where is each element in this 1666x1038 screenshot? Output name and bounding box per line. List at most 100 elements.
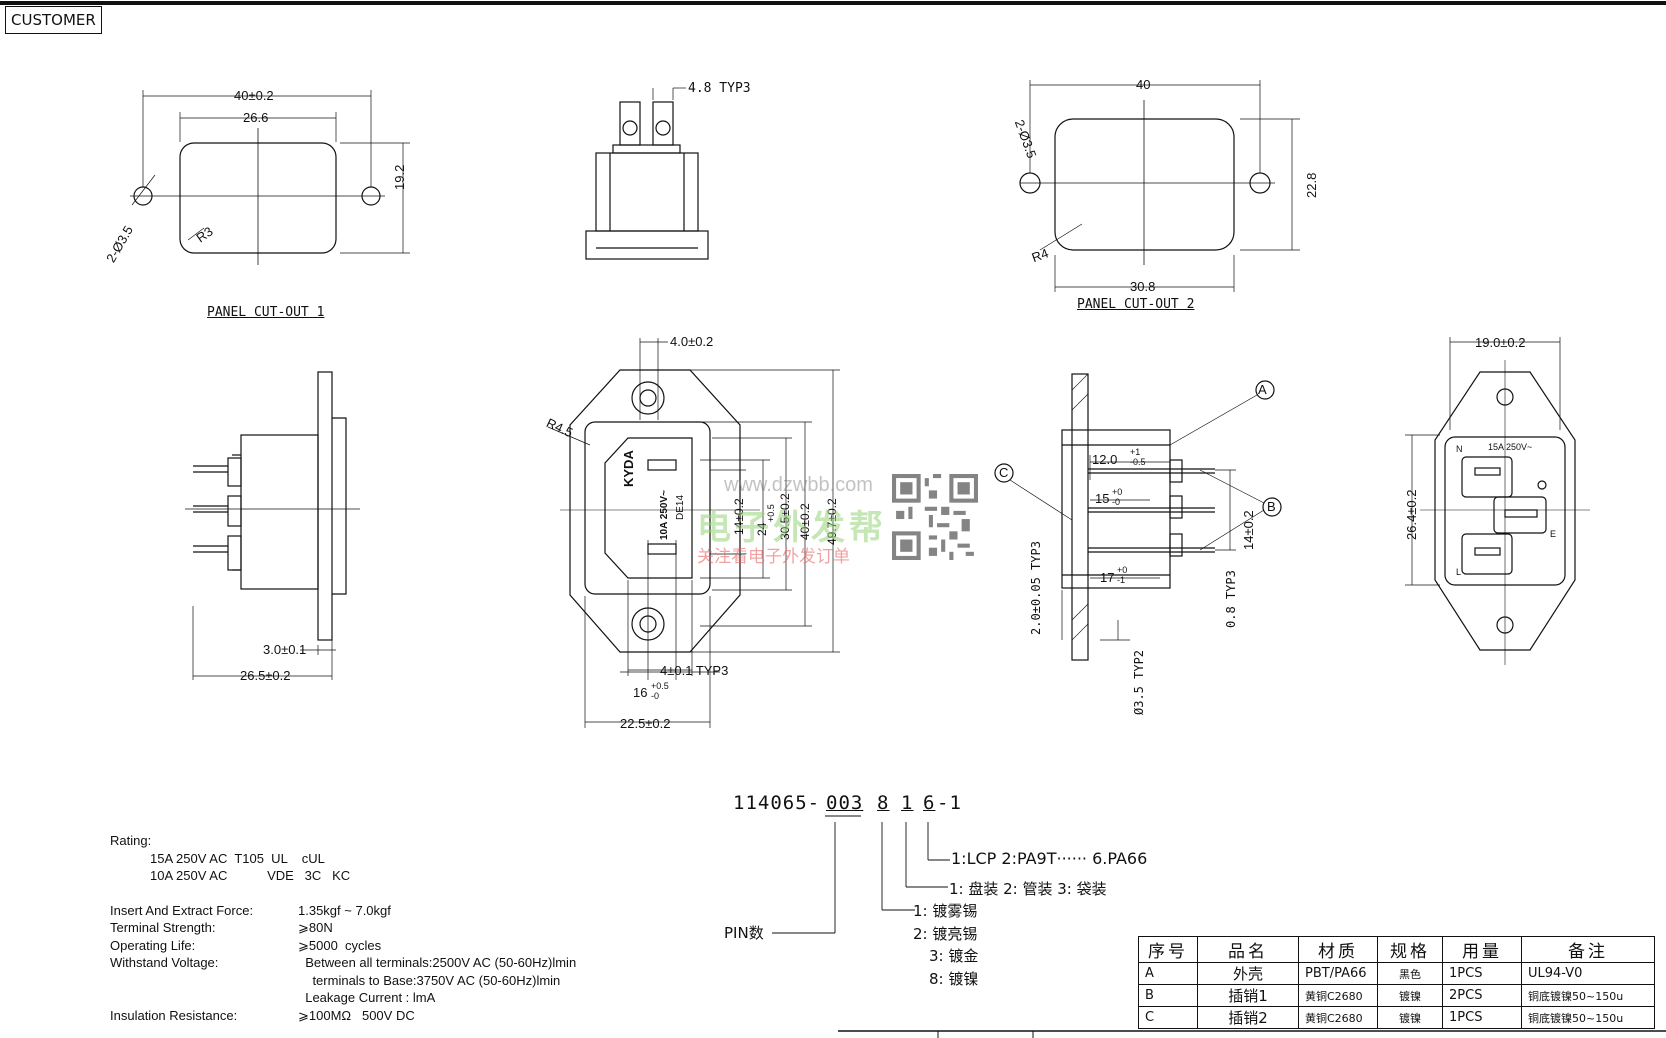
spec-rating-label: Rating: [110, 833, 152, 848]
code-plating-8: 8: 镀镍 [929, 970, 979, 988]
bom-cell: 2PCS [1442, 984, 1522, 1007]
spec-row: Terminal Strength:⩾80N [110, 920, 333, 935]
bom-header: 材质 [1298, 936, 1378, 963]
watermark-slogan: 关注看电子外发订单 [697, 547, 850, 567]
callout-b: B [1267, 499, 1276, 514]
bom-header: 序号 [1138, 936, 1198, 963]
front-standard: DE14 [675, 494, 686, 520]
cutout1-width-dim: 26.6 [243, 110, 269, 125]
section-d12-dim: 12.0 [1092, 452, 1118, 467]
front-top-offset-dim: 4.0±0.2 [670, 334, 714, 349]
bom-cell: 镀镍 [1377, 1006, 1443, 1029]
callout-a: A [1258, 382, 1267, 397]
front-pin-width-dim: 4±0.1 TYP3 [660, 663, 729, 678]
part-number-d1: 8 [877, 792, 890, 814]
watermark-url: www.dzwbb.com [724, 474, 873, 496]
section-pin-thickness-dim: 0.8 TYP3 [1224, 570, 1238, 628]
spec-block: Rating: 15A 250V AC T105 UL cUL 10A 250V… [110, 832, 576, 1024]
bom-header: 品名 [1197, 936, 1299, 963]
bom-cell: 铜底镀镍50~150u [1521, 984, 1655, 1007]
callout-c: C [999, 465, 1009, 480]
front-d22-dim: 22.5±0.2 [620, 716, 671, 731]
rear-width-dim: 19.0±0.2 [1475, 335, 1526, 350]
front-d16-dim: 16 [633, 685, 648, 700]
bom-cell: 镀镍 [1377, 984, 1443, 1007]
table-row: C 插销2 黄铜C2680 镀镍 1PCS 铜底镀镍50~150u [1138, 1006, 1655, 1029]
watermark-name: 电子外发帮 [697, 508, 887, 548]
cutout2-width-dim: 30.8 [1130, 279, 1156, 294]
front-brand: KYDA [621, 450, 636, 487]
front-view-drawing [547, 338, 840, 728]
rear-view-drawing [1405, 337, 1590, 665]
bom-cell: C [1138, 1006, 1198, 1029]
cutout1-overall-dim: 40±0.2 [234, 88, 274, 103]
rear-height-dim: 26.4±0.2 [1404, 489, 1419, 540]
bom-cell: PBT/PA66 [1298, 962, 1378, 985]
spec-row: Withstand Voltage: Between all terminals… [110, 955, 577, 970]
bom-header: 备注 [1521, 936, 1655, 963]
code-pin-label: PIN数 [724, 924, 764, 942]
section-d12-tol: +1 [1130, 447, 1141, 457]
section-d15-tol2: -0 [1112, 497, 1121, 507]
spec-rating-line-1: 15A 250V AC T105 UL cUL [150, 850, 325, 866]
code-material: 1:LCP 2:PA9T······ 6.PA66 [951, 849, 1148, 868]
rear-l-label: L [1456, 567, 1462, 577]
bom-header-row: 序号 品名 材质 规格 用量 备注 [1138, 936, 1655, 963]
section-view-drawing [994, 373, 1282, 661]
panel-cutout-2-drawing [1019, 80, 1300, 292]
spec-row: terminals to Base:3750V AC (50-60Hz)lmin [298, 972, 561, 988]
front-marking: 10A 250V~ [659, 490, 670, 540]
table-row: B 插销1 黄铜C2680 镀镍 2PCS 铜底镀镍50~150u [1138, 984, 1655, 1007]
section-hole-dim: Ø3.5 TYP2 [1132, 649, 1146, 715]
rear-e-label: E [1550, 529, 1557, 539]
section-thickness-dim: 2.0±0.05 TYP3 [1029, 541, 1043, 635]
part-number-base: 114065- [733, 792, 821, 814]
bom-cell: 黄铜C2680 [1298, 984, 1378, 1007]
part-number-tail: -1 [937, 792, 962, 814]
bom-cell: 1PCS [1442, 962, 1522, 985]
section-d17-tol: +0 [1117, 565, 1128, 575]
bom-cell: 插销1 [1197, 984, 1299, 1007]
section-d17-tol2: -1 [1117, 575, 1126, 585]
rear-rating: 15A 250V~ [1488, 442, 1533, 452]
part-number-leaders [772, 815, 950, 934]
bom-cell: UL94-V0 [1521, 962, 1655, 985]
top-view-drawing [585, 87, 709, 260]
spec-row: Insert And Extract Force:1.35kgf ~ 7.0kg… [110, 902, 391, 918]
bom-cell: 1PCS [1442, 1006, 1522, 1029]
section-d14-dim: 14±0.2 [1241, 510, 1256, 550]
section-d12-tol2: -0.5 [1130, 457, 1146, 467]
top-view-tab-dim: 4.8 TYP3 [688, 81, 751, 96]
code-plating-2: 2: 镀亮锡 [913, 925, 978, 943]
rear-n-label: N [1456, 444, 1463, 454]
part-number-pin: 003 [826, 792, 864, 814]
cutout2-height-dim: 22.8 [1304, 172, 1319, 198]
section-d17-dim: 17 [1100, 570, 1115, 585]
cutout1-height-dim: 19.2 [392, 164, 407, 190]
bom-cell: 插销2 [1197, 1006, 1299, 1029]
panel-cutout-2-title: PANEL CUT-OUT 2 [1077, 297, 1195, 312]
bom-header: 规格 [1377, 936, 1443, 963]
bom-cell: 外壳 [1197, 962, 1299, 985]
code-plating-3: 3: 镀金 [929, 947, 979, 965]
spec-row: Insulation Resistance:⩾100MΩ 500V DC [110, 1007, 415, 1023]
side-view-depth-dim: 26.5±0.2 [240, 668, 291, 683]
customer-label: CUSTOMER [5, 6, 102, 34]
side-view-flange-dim: 3.0±0.1 [263, 642, 307, 657]
code-plating-1: 1: 镀雾锡 [913, 902, 978, 920]
part-number-d3: 6 [923, 792, 936, 814]
qr-code-icon [892, 474, 978, 560]
spec-row: Operating Life:⩾5000 cycles [110, 937, 382, 953]
spec-row: Leakage Current : lmA [298, 990, 436, 1005]
code-packing: 1: 盘装 2: 管装 3: 袋装 [949, 880, 1107, 898]
front-d16-tol: +0.5 [651, 681, 669, 691]
section-d15-dim: 15 [1095, 491, 1110, 506]
bom-cell: B [1138, 984, 1198, 1007]
cutout2-overall-dim: 40 [1136, 77, 1151, 92]
spec-rating-line-2: 10A 250V AC VDE 3C KC [150, 868, 351, 883]
panel-cutout-1-title: PANEL CUT-OUT 1 [207, 305, 325, 320]
table-row: A 外壳 PBT/PA66 黑色 1PCS UL94-V0 [1138, 962, 1655, 985]
bom-table: 序号 品名 材质 规格 用量 备注 A 外壳 PBT/PA66 黑色 1PCS … [1138, 936, 1655, 1029]
bom-cell: 铜底镀镍50~150u [1521, 1006, 1655, 1029]
